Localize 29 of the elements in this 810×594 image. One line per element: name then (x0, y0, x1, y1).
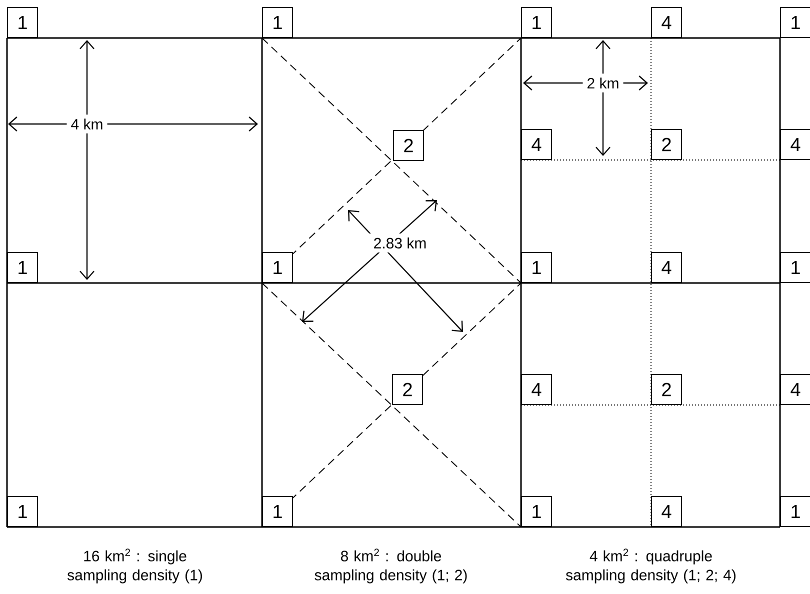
number-box: 2 (392, 374, 423, 405)
number-box: 4 (651, 252, 682, 283)
number-box: 1 (521, 7, 552, 38)
caption: 8 km$^{2}$ : double sampling density (1; 2) (314, 548, 467, 584)
dimension-label: 4 km (66, 114, 108, 134)
caption: 4 km$^{2}$ : quadruple sampling density (1; 2; 4) (566, 548, 736, 584)
number-box: 1 (521, 496, 552, 527)
caption: 16 km$^{2}$ : single sampling density (1) (67, 548, 202, 584)
dimension-label: 2.83 km (369, 234, 431, 252)
number-box: 4 (651, 496, 682, 527)
number-box: 1 (262, 252, 293, 283)
number-box: 4 (521, 129, 552, 160)
number-box: 2 (393, 130, 424, 161)
number-box: 1 (262, 7, 293, 38)
number-box: 1 (7, 7, 38, 38)
number-box: 1 (7, 252, 38, 283)
number-box: 4 (521, 374, 552, 405)
number-box: 1 (780, 496, 810, 527)
number-box: 1 (262, 496, 293, 527)
number-box: 4 (780, 129, 810, 160)
number-box: 1 (780, 252, 810, 283)
number-box: 1 (7, 496, 38, 527)
number-box: 2 (651, 374, 682, 405)
number-box: 4 (651, 7, 682, 38)
number-box: 4 (780, 374, 810, 405)
number-box: 1 (521, 252, 552, 283)
dimension-label: 2 km (582, 74, 624, 92)
number-box: 2 (651, 129, 682, 160)
number-box: 1 (780, 7, 810, 38)
